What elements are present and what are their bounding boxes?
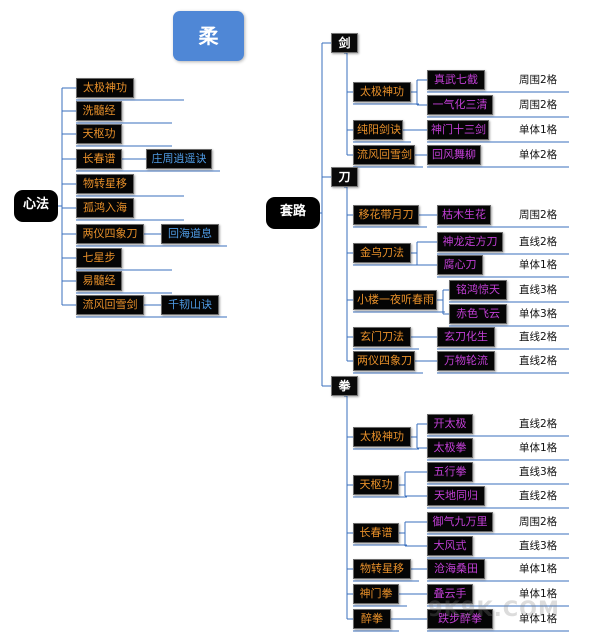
skill-node: 开太极 [427, 414, 473, 434]
skill-node: 跌步醉拳 [427, 609, 493, 629]
xinfa-item: 流风回雪剑 [76, 295, 144, 315]
range-label: 直线3格 [519, 540, 558, 552]
range-label: 单体1格 [519, 563, 558, 575]
skill-group-node: 物转星移 [353, 559, 411, 579]
range-label: 单体1格 [519, 613, 558, 625]
skill-node: 真武七截 [427, 70, 485, 90]
skill-group-node: 神门拳 [353, 584, 399, 604]
xinfa-child-item: 回海道息 [161, 224, 219, 244]
skill-node: 枯木生花 [437, 205, 491, 225]
range-label: 周围2格 [519, 74, 558, 86]
skill-node: 玄刀化生 [437, 327, 495, 347]
skill-group-node: 流风回雪剑 [353, 145, 415, 165]
xinfa-item: 两仪四象刀 [76, 224, 144, 244]
range-label: 直线3格 [519, 284, 558, 296]
skill-group-node: 两仪四象刀 [353, 351, 415, 371]
skill-node: 五行拳 [427, 462, 473, 482]
range-label: 直线2格 [519, 331, 558, 343]
range-label: 单体1格 [519, 588, 558, 600]
xinfa-item: 七星步 [76, 248, 122, 268]
skill-group-node: 太极神功 [353, 82, 411, 102]
range-label: 直线3格 [519, 466, 558, 478]
xinfa-item: 孤鸿入海 [76, 198, 134, 218]
skill-node: 一气化三清 [427, 95, 493, 115]
skill-node: 大风式 [427, 536, 473, 556]
xinfa-child-item: 庄周逍遥诀 [146, 149, 212, 169]
range-label: 周围2格 [519, 99, 558, 111]
xinfa-item: 太极神功 [76, 78, 134, 98]
skill-node: 赤色飞云 [449, 304, 507, 324]
skill-node: 万物轮流 [437, 351, 495, 371]
skill-node: 叠云手 [427, 584, 473, 604]
range-label: 周围2格 [519, 516, 558, 528]
skill-node: 太极拳 [427, 438, 473, 458]
skill-node: 回风舞柳 [427, 145, 481, 165]
skill-group-node: 金乌刀法 [353, 243, 411, 263]
range-label: 直线2格 [519, 355, 558, 367]
watermark: 9K9K.COM [428, 597, 560, 621]
title-node: 柔 [173, 11, 244, 61]
range-label: 直线2格 [519, 236, 558, 248]
skill-node: 御气九万里 [427, 512, 493, 532]
skill-node: 神门十三剑 [427, 120, 489, 140]
skill-group-node: 长春谱 [353, 523, 399, 543]
skill-node: 沧海桑田 [427, 559, 485, 579]
skill-group-node: 太极神功 [353, 427, 411, 447]
range-label: 单体3格 [519, 308, 558, 320]
range-label: 单体1格 [519, 442, 558, 454]
skill-group-node: 醉拳 [353, 609, 391, 629]
taolu-root: 套路 [266, 197, 320, 229]
range-label: 直线2格 [519, 418, 558, 430]
skill-node: 天地同归 [427, 486, 485, 506]
skill-group-node: 玄门刀法 [353, 327, 411, 347]
skill-group-node: 天枢功 [353, 475, 399, 495]
skill-group-node: 小楼一夜听春雨 [353, 290, 437, 310]
xinfa-item: 长春谱 [76, 149, 122, 169]
skill-group-node: 纯阳剑诀 [353, 120, 403, 140]
xinfa-root: 心法 [14, 190, 58, 222]
range-label: 单体1格 [519, 124, 558, 136]
xinfa-item: 洗髓经 [76, 101, 122, 121]
skill-node: 铭鸿惊天 [449, 280, 507, 300]
range-label: 单体2格 [519, 149, 558, 161]
category-node: 刀 [331, 167, 358, 187]
skill-group-node: 移花带月刀 [353, 205, 419, 225]
skill-node: 神龙定方刀 [437, 232, 503, 252]
category-node: 剑 [331, 33, 358, 53]
xinfa-item: 天枢功 [76, 124, 122, 144]
range-label: 周围2格 [519, 209, 558, 221]
xinfa-item: 易髓经 [76, 271, 122, 291]
xinfa-item: 物转星移 [76, 174, 134, 194]
range-label: 单体1格 [519, 259, 558, 271]
skill-node: 腐心刀 [437, 255, 483, 275]
range-label: 直线2格 [519, 490, 558, 502]
xinfa-child-item: 千韧山诀 [161, 295, 219, 315]
category-node: 拳 [331, 376, 358, 396]
